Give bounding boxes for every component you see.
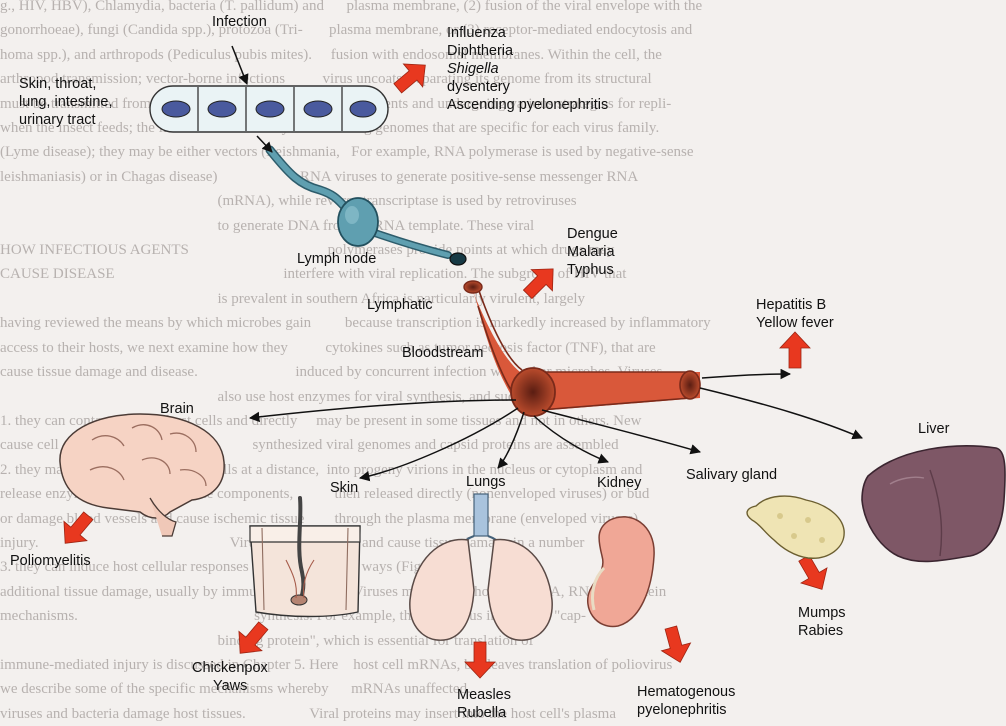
influenza-group-label: Influenza Diphtheria Shigella dysentery … bbox=[447, 24, 608, 114]
epithelial-cells bbox=[150, 86, 388, 132]
red-arrow-chickenpox bbox=[229, 616, 275, 663]
salivary-gland-label: Salivary gland bbox=[686, 466, 777, 484]
skin-label: Skin bbox=[330, 479, 358, 497]
liver-label: Liver bbox=[918, 420, 949, 438]
poliomyelitis-label: Poliomyelitis bbox=[10, 552, 91, 570]
red-arrow-dengue bbox=[517, 258, 564, 305]
measles-group-label: Measles Rubella bbox=[457, 686, 511, 722]
lymph-node bbox=[338, 198, 378, 246]
lymph-node-label: Lymph node bbox=[297, 250, 376, 268]
infection-label: Infection bbox=[212, 13, 267, 31]
salivary-gland-illustration bbox=[747, 496, 844, 558]
bloodstream-label: Bloodstream bbox=[402, 344, 483, 362]
mumps-group-label: Mumps Rabies bbox=[798, 604, 846, 640]
blood-vessel bbox=[464, 281, 700, 416]
red-arrow-influenza bbox=[388, 54, 435, 100]
skin-throat-lung-intestine-urinary-label: Skin, throat, lung, intestine, urinary t… bbox=[19, 75, 113, 129]
red-arrow-measles bbox=[465, 642, 495, 678]
dengue-group-label: Dengue Malaria Typhus bbox=[567, 225, 618, 279]
lungs-label: Lungs bbox=[466, 473, 506, 491]
hematogenous-group-label: Hematogenous pyelonephritis bbox=[637, 683, 735, 719]
red-arrow-hematogenous bbox=[656, 624, 694, 667]
kidney-illustration bbox=[588, 517, 654, 627]
red-arrow-hepatitis bbox=[780, 332, 810, 368]
liver-illustration bbox=[862, 446, 1005, 562]
chickenpox-group-label: Chickenpox Yaws bbox=[192, 659, 268, 695]
lungs-illustration bbox=[410, 494, 552, 640]
skin-illustration bbox=[250, 498, 360, 617]
red-arrow-poliomyelitis bbox=[54, 506, 100, 553]
kidney-label: Kidney bbox=[597, 474, 641, 492]
lymphatic-label: Lymphatic bbox=[367, 296, 433, 314]
hepatitis-group-label: Hepatitis B Yellow fever bbox=[756, 296, 834, 332]
brain-label: Brain bbox=[160, 400, 194, 418]
